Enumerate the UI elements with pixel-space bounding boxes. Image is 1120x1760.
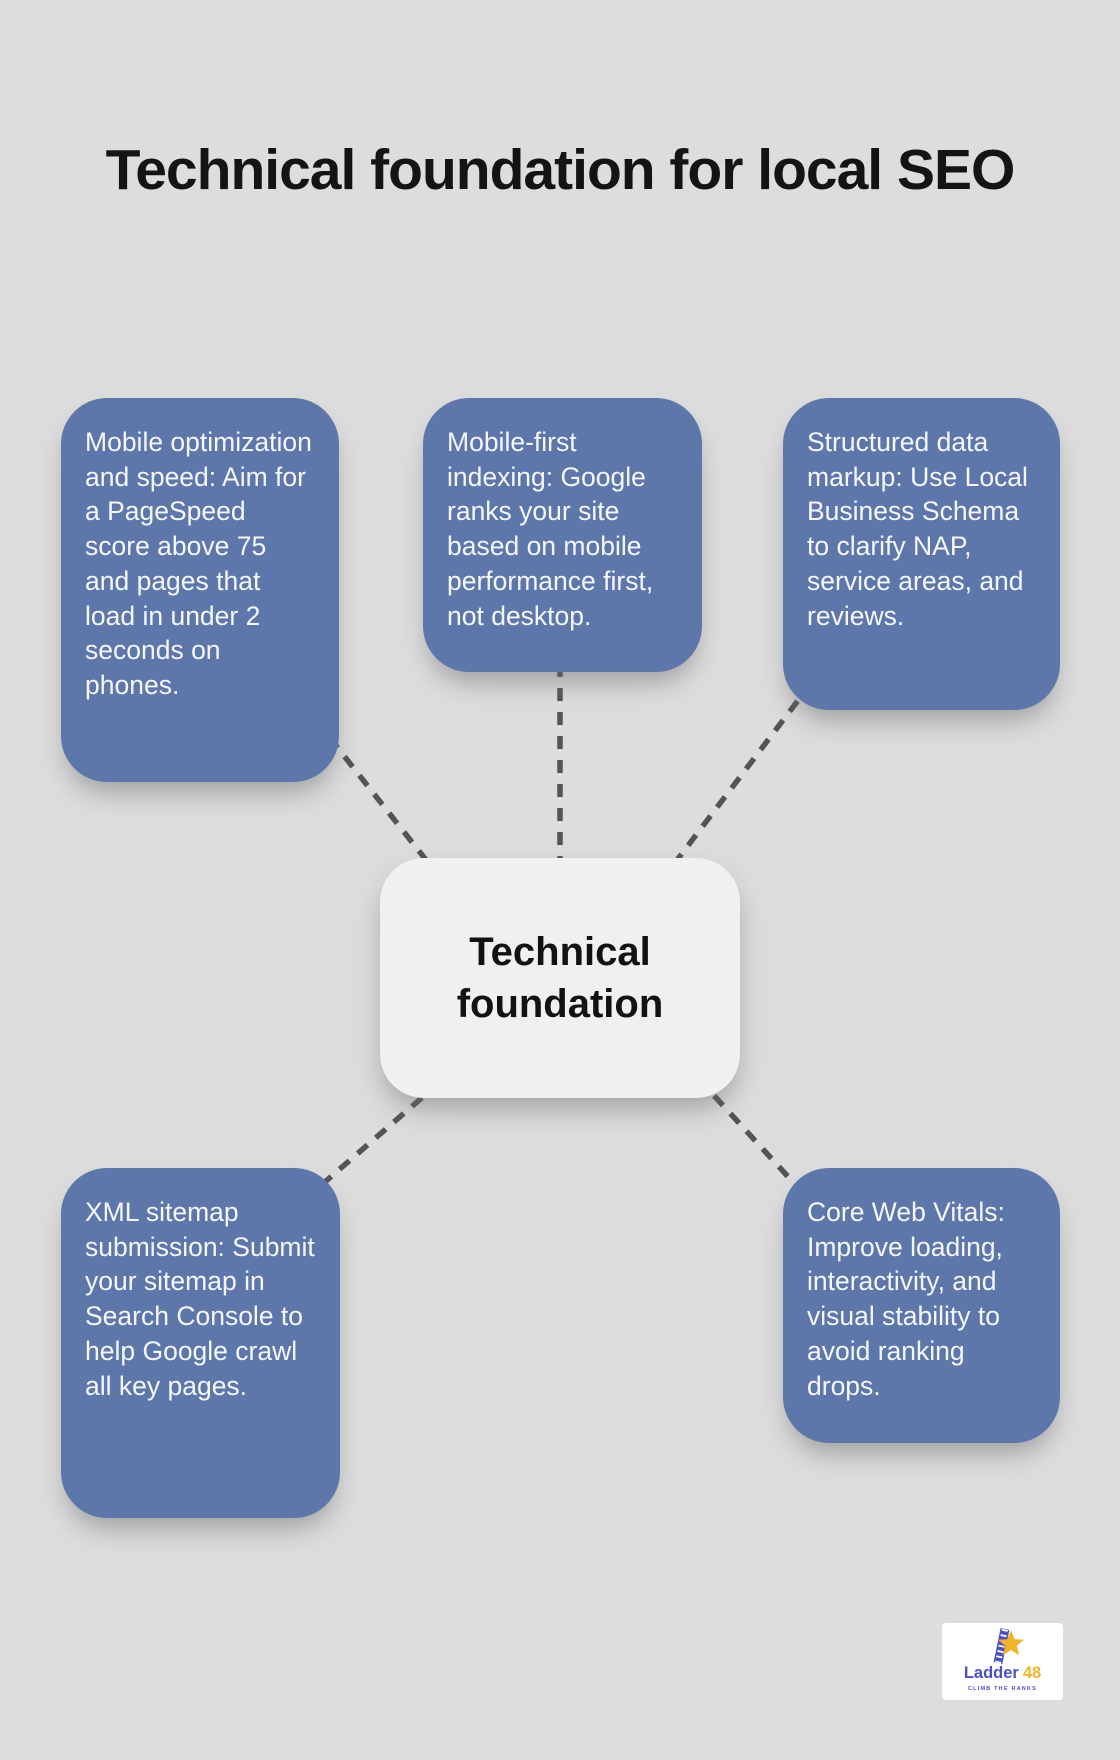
center-node-label: Technical foundation (456, 930, 664, 1026)
connector-line-top-right (665, 680, 815, 874)
node-structured-data-markup: Structured data markup: Use Local Busine… (783, 398, 1060, 710)
node-mobile-first-indexing-text: Mobile-first indexing: Google ranks your… (447, 427, 654, 631)
ladder-star-icon (993, 1628, 1024, 1664)
center-node-technical-foundation: Technical foundation (380, 858, 740, 1098)
node-structured-data-markup-text: Structured data markup: Use Local Busine… (807, 427, 1028, 631)
node-mobile-first-indexing: Mobile-first indexing: Google ranks your… (423, 398, 702, 672)
connector-line-bottom-right (695, 1076, 805, 1194)
node-mobile-optimization: Mobile optimization and speed: Aim for a… (61, 398, 339, 782)
node-xml-sitemap-submission: XML sitemap submission: Submit your site… (61, 1168, 340, 1518)
node-mobile-optimization-text: Mobile optimization and speed: Aim for a… (85, 427, 312, 700)
connector-line-bottom-left (316, 1079, 442, 1191)
logo-brand-name: Ladder (963, 1664, 1019, 1682)
logo-tagline: CLIMB THE RANKS (967, 1685, 1038, 1692)
page-title: Technical foundation for local SEO (105, 138, 1016, 203)
node-core-web-vitals: Core Web Vitals: Improve loading, intera… (783, 1168, 1060, 1443)
node-xml-sitemap-submission-text: XML sitemap submission: Submit your site… (85, 1197, 315, 1401)
logo-brand-number: 48 (1022, 1664, 1042, 1682)
node-core-web-vitals-text: Core Web Vitals: Improve loading, intera… (807, 1197, 1005, 1401)
